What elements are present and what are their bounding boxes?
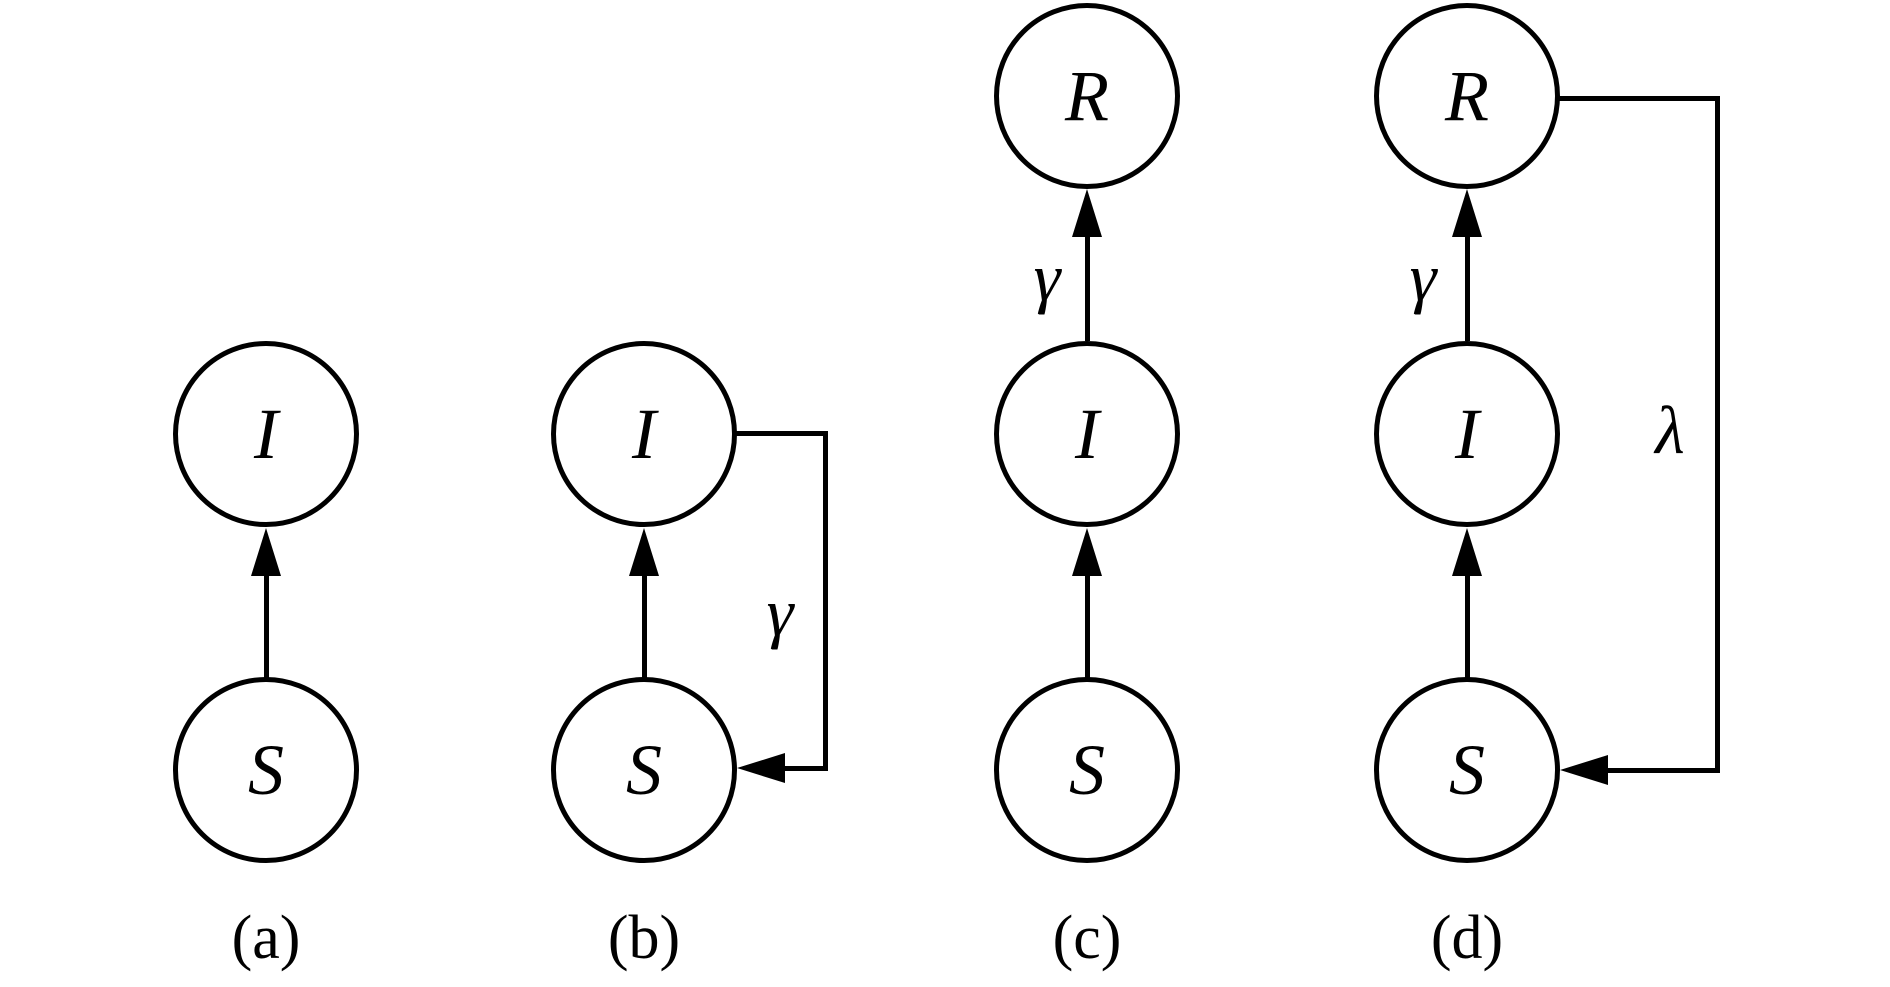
node-s: S <box>173 677 359 863</box>
loop-r-to-s-top-segment <box>1555 95 1720 101</box>
edge-label-gamma: γ <box>1409 239 1437 315</box>
node-r: R <box>1374 3 1560 189</box>
caption-b: (b) <box>607 904 681 972</box>
node-s: S <box>994 677 1180 863</box>
arrowhead-i-to-r <box>1072 189 1102 237</box>
edge-label-gamma: γ <box>1033 239 1061 315</box>
caption-c: (c) <box>1052 904 1122 972</box>
arrowhead-r-to-s <box>1560 755 1608 785</box>
arrowhead-s-to-i <box>251 528 281 576</box>
edge-label-gamma: γ <box>766 574 794 650</box>
node-s: S <box>551 677 737 863</box>
loop-r-to-s-vertical-segment <box>1715 95 1720 773</box>
arrow-shaft-s-to-i <box>641 570 647 679</box>
arrow-shaft-s-to-i <box>1464 570 1470 679</box>
node-i: I <box>173 341 359 527</box>
arrowhead-s-to-i <box>1452 528 1482 576</box>
loop-i-to-s-vertical-segment <box>823 430 828 771</box>
loop-i-to-s-bottom-segment <box>783 765 828 771</box>
arrowhead-i-to-s <box>737 753 785 783</box>
arrow-shaft-s-to-i <box>263 570 269 679</box>
node-i: I <box>994 341 1180 527</box>
arrow-shaft-i-to-r <box>1464 231 1470 341</box>
arrow-shaft-i-to-r <box>1084 231 1090 341</box>
arrowhead-s-to-i <box>629 528 659 576</box>
node-i: I <box>551 341 737 527</box>
loop-r-to-s-bottom-segment <box>1606 767 1720 773</box>
caption-a: (a) <box>231 904 301 972</box>
node-s: S <box>1374 677 1560 863</box>
edge-label-lambda: λ <box>1655 392 1685 468</box>
arrowhead-i-to-r <box>1452 189 1482 237</box>
loop-i-to-s-top-segment <box>735 430 828 436</box>
node-i: I <box>1374 341 1560 527</box>
arrowhead-s-to-i <box>1072 528 1102 576</box>
node-r: R <box>994 3 1180 189</box>
caption-d: (d) <box>1430 904 1504 972</box>
arrow-shaft-s-to-i <box>1084 570 1090 679</box>
